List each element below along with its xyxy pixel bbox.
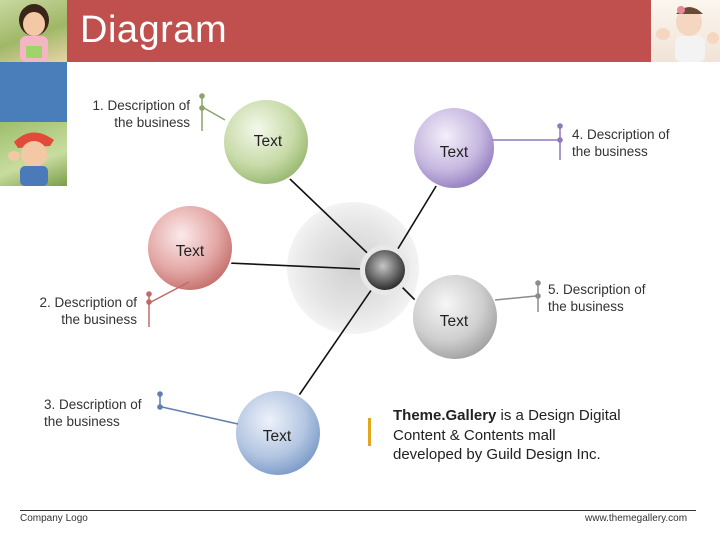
description-1-line1: 1. Description of xyxy=(92,98,190,113)
tagline-brand: Theme.Gallery xyxy=(393,407,497,424)
accent-block xyxy=(0,62,67,122)
ball-label-blue: Text xyxy=(262,428,292,445)
connector-4 xyxy=(492,123,563,160)
description-3: 3. Description of the business xyxy=(44,396,159,430)
connector-1 xyxy=(199,93,226,131)
tagline-line2: Content & Contents mall xyxy=(393,426,556,444)
ball-label-green: Text xyxy=(253,133,283,150)
description-2: 2. Description of the business xyxy=(27,294,137,328)
footer-divider xyxy=(20,510,696,511)
description-2-line2: the business xyxy=(61,312,137,327)
center-hub-core xyxy=(365,250,405,290)
tagline-rest: is a Design Digital xyxy=(496,407,621,424)
slide-title: Diagram xyxy=(80,9,228,51)
tagline: Theme.Gallery is a Design Digital Conten… xyxy=(393,406,693,465)
description-4-line2: the business xyxy=(572,144,648,159)
description-1-line2: the business xyxy=(114,115,190,130)
tagline-line3: developed by Guild Design Inc. xyxy=(393,446,601,463)
ball-purple xyxy=(412,106,496,190)
ball-label-gray: Text xyxy=(439,313,469,330)
description-1: 1. Description of the business xyxy=(80,97,190,131)
company-logo-text: Company Logo xyxy=(20,513,88,524)
ball-gray xyxy=(411,273,499,361)
ball-red xyxy=(146,204,234,292)
ball-label-purple: Text xyxy=(439,144,469,161)
connector-2 xyxy=(146,281,190,327)
description-2-line1: 2. Description of xyxy=(39,295,137,310)
description-3-line1: 3. Description of xyxy=(44,397,142,412)
header-bar xyxy=(67,0,651,62)
description-4-line1: 4. Description of xyxy=(572,127,670,142)
ball-label-red: Text xyxy=(175,243,205,260)
photo-baby-image xyxy=(651,0,720,62)
connector-3 xyxy=(157,391,239,425)
connector-5 xyxy=(494,280,541,312)
ball-green xyxy=(222,98,310,186)
photo-girl-image xyxy=(0,0,67,62)
tagline-accent-bar xyxy=(368,418,371,446)
description-3-line2: the business xyxy=(44,414,120,429)
spoke-red xyxy=(204,261,386,271)
description-5: 5. Description of the business xyxy=(548,281,668,315)
description-5-line2: the business xyxy=(548,299,624,314)
ball-blue xyxy=(234,389,322,477)
photo-boy-image xyxy=(0,122,67,186)
description-4: 4. Description of the business xyxy=(572,126,692,160)
description-5-line1: 5. Description of xyxy=(548,282,646,297)
website-link[interactable]: www.themegallery.com xyxy=(585,513,688,524)
